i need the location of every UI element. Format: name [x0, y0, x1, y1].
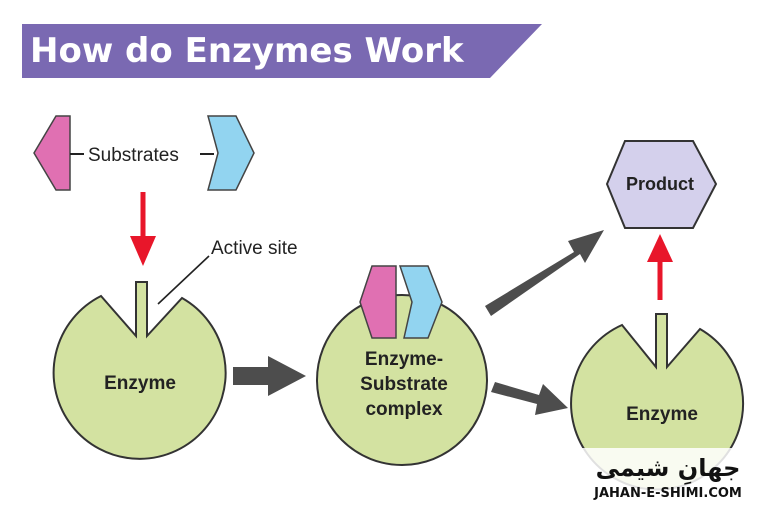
product-hexagon: [605, 140, 718, 229]
arrow-to-complex: [233, 356, 306, 396]
complex-enzyme-body: [316, 294, 488, 466]
complex-label-line2: Substrate: [360, 374, 448, 395]
active-site-label: Active site: [211, 238, 298, 259]
title-banner: [22, 24, 542, 78]
arrow-to-product: [485, 230, 604, 316]
substrates-label: Substrates: [88, 145, 179, 166]
watermark-url: JAHAN-E-SHIMI.COM: [593, 486, 742, 501]
watermark-logo: جهانِ شیمی JAHAN-E-SHIMI.COM: [582, 448, 752, 504]
page-title: How do Enzymes Work: [30, 31, 465, 71]
substrate-pink-shape: [33, 115, 71, 191]
complex-substrate-blue: [398, 265, 443, 339]
release-arrow-head: [647, 234, 673, 262]
arrow-to-enzyme: [491, 382, 568, 415]
complex-label-line1: Enzyme-: [365, 349, 443, 370]
active-site-pointer: [157, 255, 210, 305]
binding-arrow-head: [130, 236, 156, 266]
enzyme-left-label: Enzyme: [104, 373, 176, 394]
complex-substrate-pink: [359, 265, 397, 339]
substrate-blue-shape: [207, 115, 255, 191]
product-label: Product: [626, 174, 694, 194]
complex-label-line3: complex: [365, 399, 443, 420]
watermark-arabic: جهانِ شیمی: [596, 454, 741, 485]
enzyme-left: [52, 281, 227, 460]
enzyme-right-label: Enzyme: [626, 404, 698, 425]
